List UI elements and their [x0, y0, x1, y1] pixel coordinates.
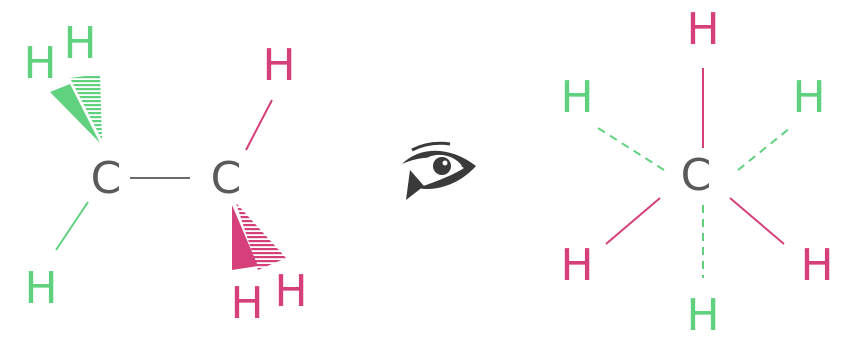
hydrogen-back-1: H: [262, 40, 295, 91]
right-projection: C H H H H H H: [560, 4, 833, 341]
hydrogen-back-3: H: [274, 266, 307, 317]
left-molecule: C C H H H H H H: [23, 18, 307, 329]
hydrogen-front-lower-left: H: [560, 240, 593, 291]
hydrogen-front-3: H: [24, 263, 57, 314]
bond-front-down: [55, 201, 89, 251]
hydrogen-front-lower-right: H: [800, 240, 833, 291]
bond-back-upper-left: [597, 127, 665, 171]
bond-back-up: [245, 99, 273, 151]
bond-back-upper-right: [737, 127, 791, 171]
hashed-bond-front-up: [70, 74, 102, 140]
wedge-bond-back-down: [232, 205, 258, 270]
hydrogen-back-upper-left: H: [560, 72, 593, 123]
carbon-back: C: [211, 153, 242, 204]
hashed-bond-back-right: [236, 203, 286, 270]
bond-front-lower-right: [729, 197, 785, 245]
hydrogen-front-top: H: [686, 4, 719, 55]
hydrogen-back-bottom: H: [686, 290, 719, 336]
hydrogen-back-2: H: [230, 278, 263, 329]
hydrogen-front-1: H: [23, 38, 56, 89]
wedge-bond-front-left: [50, 84, 100, 143]
carbon-front: C: [91, 153, 122, 204]
hydrogen-back-upper-right: H: [792, 72, 825, 123]
eye-icon: [402, 141, 476, 200]
bond-front-lower-left: [605, 197, 661, 245]
carbon-center: C: [681, 150, 712, 201]
hydrogen-front-2: H: [63, 18, 96, 69]
